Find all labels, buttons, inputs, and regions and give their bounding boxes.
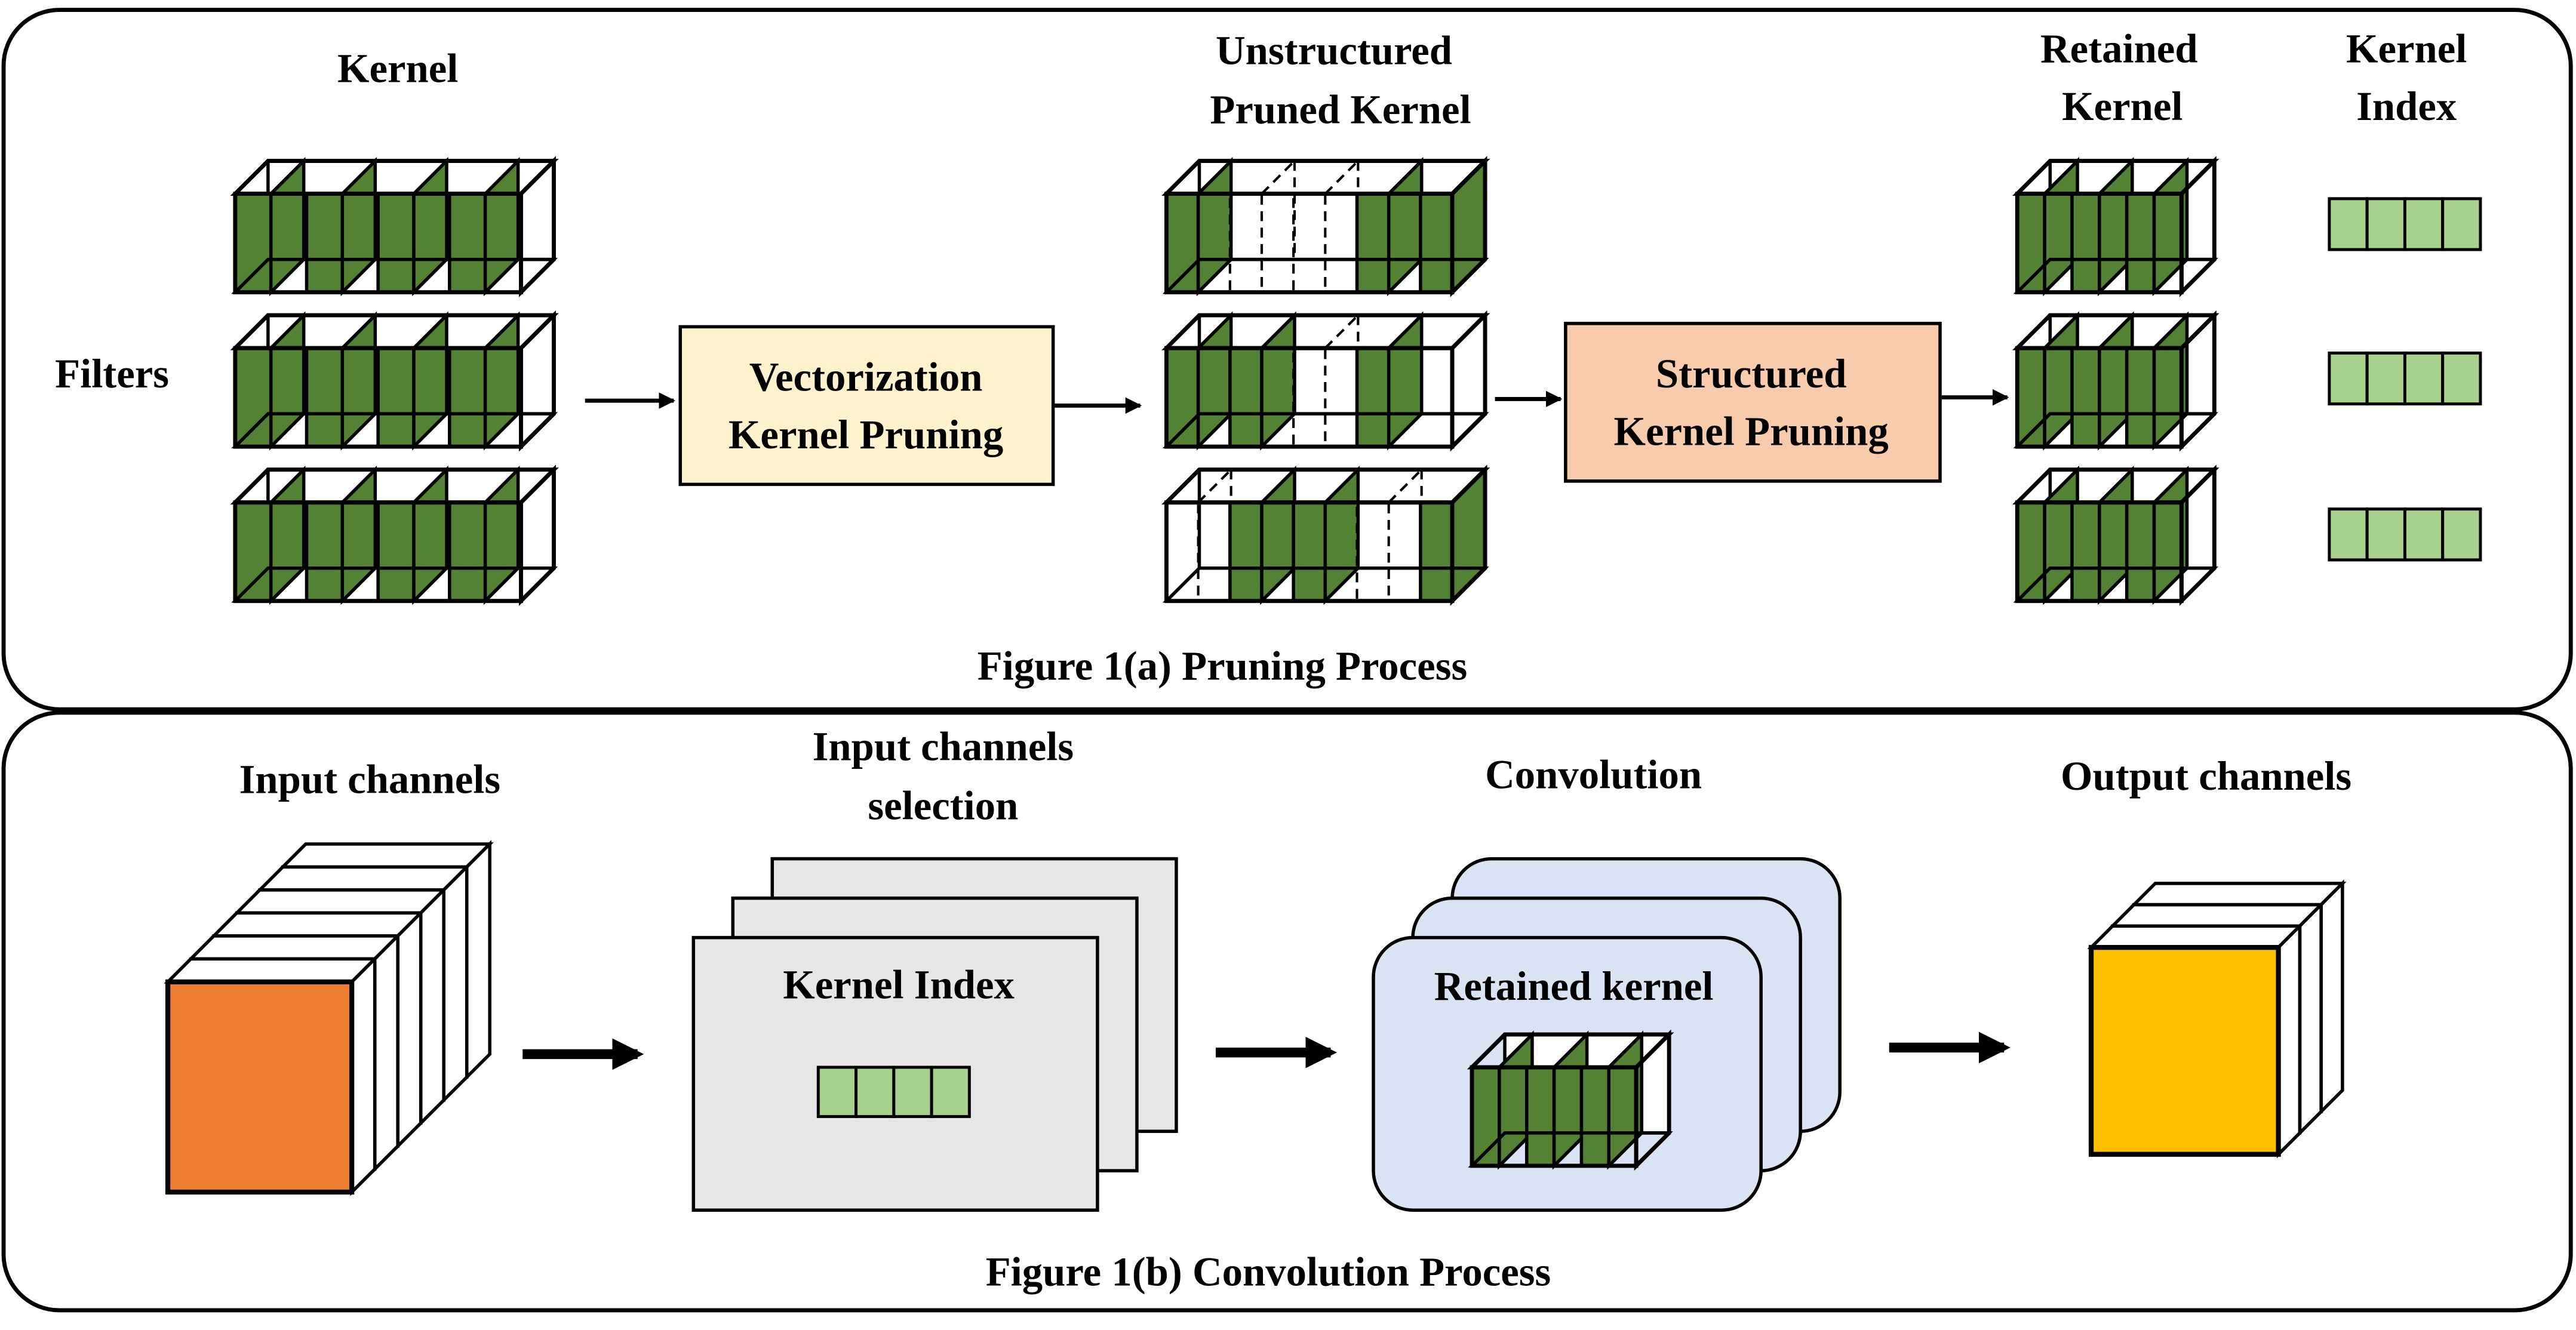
output-channels-header: Output channels: [2061, 753, 2351, 799]
retained-header-line1: Retained: [2040, 26, 2198, 72]
retained-kernel-label: Retained kernel: [1434, 963, 1714, 1009]
kernel-index-strip-2: [2328, 351, 2482, 406]
input-channels-stack: [164, 840, 494, 1196]
kernel-index-strip-b: [816, 1066, 971, 1118]
unstructured-kernel-3: [1161, 464, 1490, 606]
retained-kernel-2: [2012, 310, 2220, 452]
unstructured-kernel-2: [1161, 310, 1490, 452]
selection-header-line2: selection: [868, 783, 1018, 829]
index-header-line2: Index: [2356, 84, 2457, 129]
retained-kernel-b: [1467, 1029, 1674, 1171]
filters-label: Filters: [55, 351, 169, 396]
structured-box-line2: Kernel Pruning: [1614, 408, 1889, 454]
vectorization-box-line2: Kernel Pruning: [728, 412, 1003, 457]
kernel-filter-3: [230, 464, 559, 606]
retained-header-line2: Kernel: [2062, 84, 2182, 129]
structured-box-line1: Structured: [1656, 351, 1847, 396]
input-channels-header: Input channels: [239, 757, 501, 802]
vectorization-pruning-box: [678, 325, 1055, 487]
kernel-filter-2: [230, 310, 559, 452]
panel-a-caption: Figure 1(a) Pruning Process: [977, 644, 1467, 689]
unstructured-kernel-1: [1161, 156, 1490, 297]
unstructured-header-line1: Unstructured: [1216, 27, 1452, 73]
vectorization-box-line1: Vectorization: [749, 355, 983, 400]
kernel-header: Kernel: [337, 46, 458, 91]
kernel-index-strip-1: [2328, 197, 2482, 251]
retained-kernel-3: [2012, 464, 2220, 606]
retained-kernel-1: [2012, 156, 2220, 297]
structured-pruning-box: [1564, 322, 1942, 483]
index-header-line1: Kernel: [2346, 26, 2467, 72]
output-channels-stack: [2087, 879, 2347, 1159]
unstructured-header-line2: Pruned Kernel: [1210, 87, 1471, 132]
panel-b-frame: [1, 710, 2573, 1313]
selection-panels: [691, 857, 1178, 1212]
kernel-filter-1: [230, 156, 559, 297]
selection-header-line1: Input channels: [813, 724, 1074, 769]
panel-b-caption: Figure 1(b) Convolution Process: [986, 1249, 1551, 1295]
kernel-index-label: Kernel Index: [783, 962, 1015, 1007]
kernel-index-strip-3: [2328, 507, 2482, 562]
convolution-header: Convolution: [1485, 752, 1702, 797]
